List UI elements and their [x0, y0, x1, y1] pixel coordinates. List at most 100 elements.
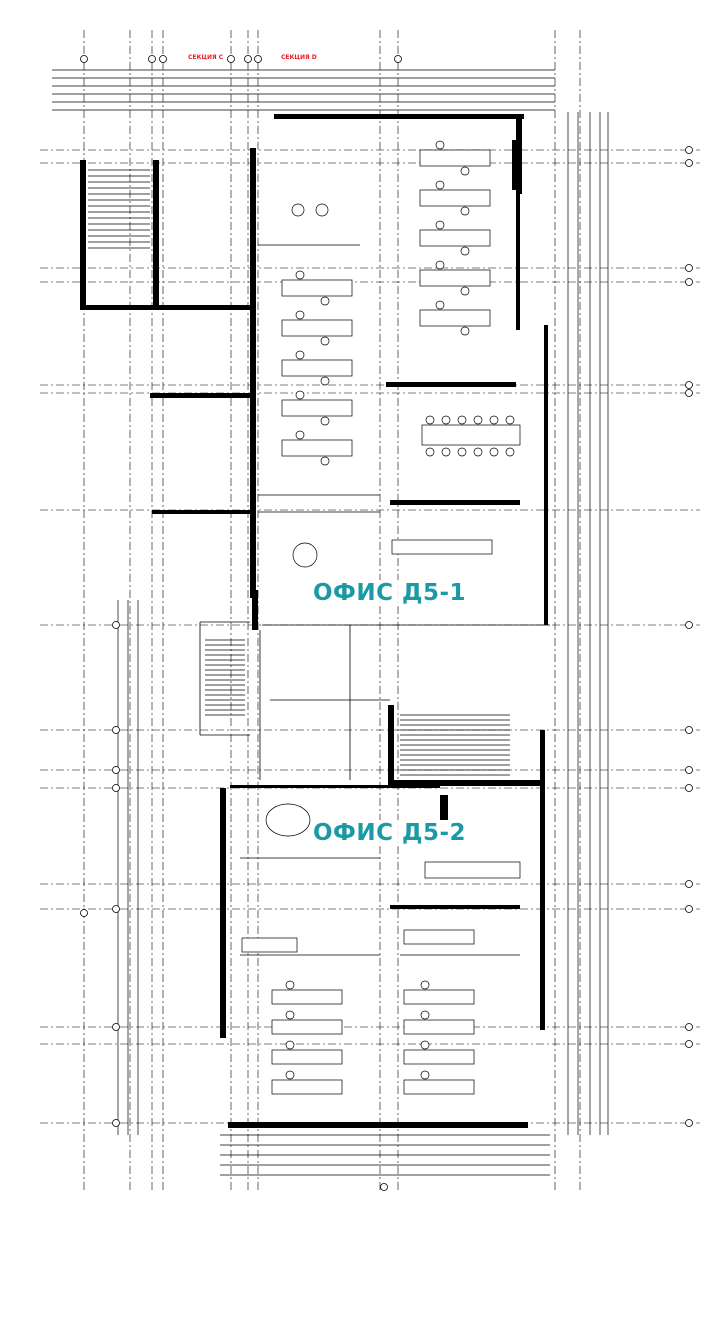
walls — [80, 114, 548, 1128]
axis-bubble — [227, 55, 235, 63]
chair — [420, 1040, 430, 1050]
desk — [271, 1049, 343, 1065]
axis-bubble — [112, 905, 120, 913]
wall — [230, 785, 440, 788]
wall — [540, 730, 545, 1030]
axis-bubble — [80, 55, 88, 63]
axis-bubble — [685, 159, 693, 167]
axis-bubble — [685, 1040, 693, 1048]
chair — [295, 310, 305, 320]
axis-bubble — [685, 1119, 693, 1127]
wall — [252, 590, 258, 630]
axis-bubble — [112, 766, 120, 774]
wall — [390, 500, 520, 505]
axis-bubble — [112, 621, 120, 629]
chair — [441, 447, 451, 457]
axis-bubble — [380, 1183, 388, 1191]
desk — [271, 989, 343, 1005]
round-table — [265, 803, 311, 837]
wall — [274, 114, 524, 119]
desk — [403, 929, 475, 945]
wall — [388, 705, 394, 785]
axis-bubbles — [80, 55, 693, 1191]
dimension-lines — [52, 69, 609, 1176]
chair — [435, 300, 445, 310]
desk — [424, 861, 521, 879]
grid-lines — [40, 30, 700, 1190]
desk — [241, 937, 298, 953]
chair — [425, 415, 435, 425]
axis-bubble — [685, 905, 693, 913]
axis-bubble — [244, 55, 252, 63]
axis-bubble — [685, 1023, 693, 1031]
chair — [457, 447, 467, 457]
desk — [281, 439, 353, 457]
desk — [419, 309, 491, 327]
chair — [295, 350, 305, 360]
chair — [320, 416, 330, 426]
wall — [80, 160, 86, 310]
chair — [420, 1070, 430, 1080]
axis-bubble — [394, 55, 402, 63]
chair — [441, 415, 451, 425]
axis-bubble — [685, 621, 693, 629]
wall — [440, 795, 448, 820]
chair — [435, 180, 445, 190]
chair — [420, 980, 430, 990]
chair — [285, 1010, 295, 1020]
axis-bubble — [80, 909, 88, 917]
desk — [403, 1019, 475, 1035]
chair — [295, 270, 305, 280]
chair — [460, 286, 470, 296]
desk — [419, 269, 491, 287]
axis-bubble — [254, 55, 262, 63]
axis-bubble — [685, 766, 693, 774]
chair — [285, 980, 295, 990]
desk — [403, 989, 475, 1005]
chair — [295, 390, 305, 400]
chair — [489, 415, 499, 425]
wall — [386, 382, 516, 387]
wall — [512, 140, 520, 190]
desk — [419, 149, 491, 167]
chair — [473, 415, 483, 425]
chair — [320, 336, 330, 346]
wall — [228, 1122, 528, 1128]
axis-bubble — [112, 726, 120, 734]
wall — [153, 160, 159, 310]
chair — [460, 246, 470, 256]
desk — [419, 189, 491, 207]
chair — [473, 447, 483, 457]
chair — [320, 296, 330, 306]
axis-bubble — [685, 264, 693, 272]
chair — [505, 415, 515, 425]
chair — [460, 206, 470, 216]
wall — [390, 905, 520, 909]
section-c-label: СЕКЦИЯ C — [188, 54, 224, 61]
desk — [391, 539, 493, 555]
section-d-label: СЕКЦИЯ D — [281, 54, 317, 61]
chair — [291, 203, 305, 217]
desk — [281, 359, 353, 377]
axis-bubble — [685, 880, 693, 888]
wall — [250, 148, 256, 598]
desk — [419, 229, 491, 247]
axis-bubble — [685, 146, 693, 154]
round-table — [292, 542, 318, 568]
office-d5-2-label: ОФИС Д5-2 — [311, 820, 469, 846]
chair — [435, 220, 445, 230]
wall — [544, 325, 548, 625]
chair — [285, 1070, 295, 1080]
chair — [460, 166, 470, 176]
chair — [315, 203, 329, 217]
desk — [421, 424, 521, 446]
partition-lines — [88, 169, 550, 956]
chair — [435, 260, 445, 270]
desk — [403, 1079, 475, 1095]
chair — [295, 430, 305, 440]
axis-bubble — [685, 278, 693, 286]
desk — [271, 1019, 343, 1035]
chair — [420, 1010, 430, 1020]
wall — [220, 788, 226, 1038]
